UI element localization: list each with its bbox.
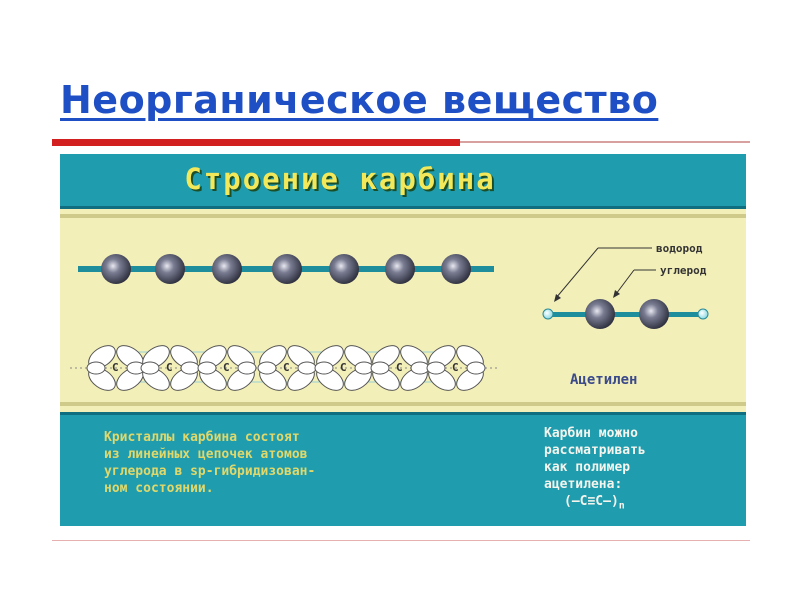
polymer-line: ацетилена: — [544, 477, 623, 492]
title-rule-red — [52, 139, 460, 146]
description-line: из линейных цепочек атомов — [104, 447, 308, 462]
carbon-atom — [639, 299, 669, 329]
description-line: Кристаллы карбина состоят — [104, 430, 300, 445]
hydrogen-atom — [697, 308, 709, 320]
carbyne-description: Кристаллы карбина состоят из линейных цеп… — [104, 429, 315, 497]
polymer-note: Карбин можно рассматривать как полимер ацет… — [544, 425, 646, 515]
poster-footer-band: Кристаллы карбина состоят из линейных цеп… — [60, 412, 746, 526]
poster-stripe — [60, 402, 746, 406]
carbon-atom — [585, 299, 615, 329]
orbital-letter: C — [283, 361, 290, 374]
description-line: ном состоянии. — [104, 481, 214, 496]
hydrogen-atom — [542, 308, 554, 320]
poster-header-band: Строение карбина — [60, 154, 746, 209]
carbon-atom — [329, 254, 359, 284]
polymer-line: Карбин можно — [544, 426, 638, 441]
formula-subscript: n — [618, 500, 625, 512]
bottom-rule — [52, 540, 750, 541]
label-acetylene: Ацетилен — [570, 372, 637, 388]
carbon-atom — [101, 254, 131, 284]
carbyne-chain-atoms — [101, 254, 471, 284]
carbon-atom — [272, 254, 302, 284]
orbital-letter: C — [166, 361, 173, 374]
orbital-letter: C — [452, 361, 459, 374]
carbon-atom — [212, 254, 242, 284]
acetylene-bond — [548, 312, 704, 317]
orbital-letters: C C C C C C C — [112, 361, 459, 374]
carbyne-diagram: C C C C C C C водород углерод Ацетилен — [70, 242, 709, 396]
label-carbon: углерод — [660, 264, 707, 277]
orbital-letter: C — [396, 361, 403, 374]
carbon-atom — [441, 254, 471, 284]
polymer-line: рассматривать — [544, 443, 646, 458]
title-rule-thin — [460, 141, 750, 143]
carbon-atom — [385, 254, 415, 284]
carbon-atom — [155, 254, 185, 284]
label-hydrogen: водород — [656, 242, 703, 255]
carbyne-poster: Строение карбина — [60, 154, 746, 526]
formula-text: (–C≡C–) — [564, 494, 619, 509]
description-line: углерода в sp-гибридизован- — [104, 464, 316, 479]
slide-title: Неорганическое вещество — [60, 78, 659, 122]
polymer-line: как полимер — [544, 460, 631, 475]
orbital-letter: C — [340, 361, 347, 374]
poster-stripe — [60, 214, 746, 218]
orbital-letter: C — [112, 361, 119, 374]
poster-heading: Строение карбина — [184, 162, 496, 196]
orbital-letter: C — [223, 361, 230, 374]
polymer-formula: (–C≡C–)n — [544, 493, 646, 515]
